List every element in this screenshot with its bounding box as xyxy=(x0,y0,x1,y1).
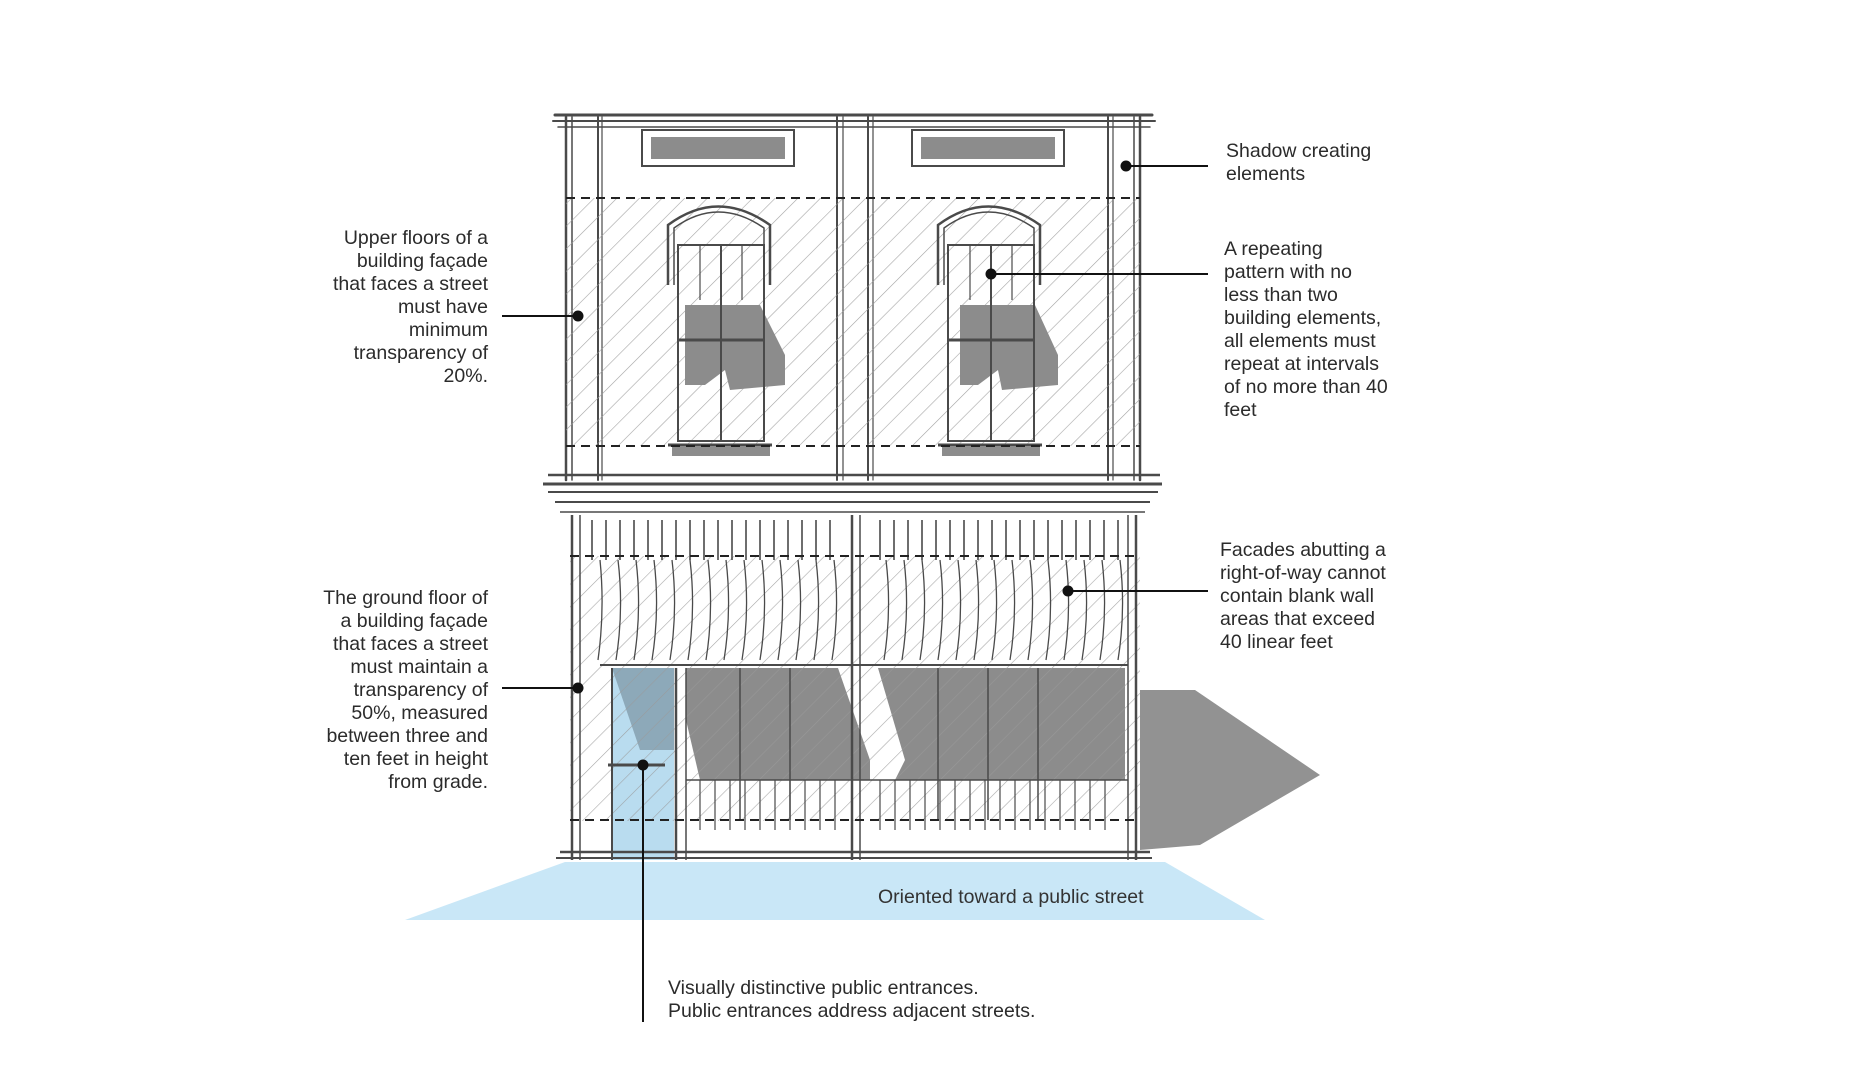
annotation-line: Visually distinctive public entrances. xyxy=(668,977,979,999)
annotation-line: transparency of xyxy=(353,342,488,364)
annotation-line: minimum xyxy=(408,319,488,341)
annotation-line: 40 linear feet xyxy=(1220,631,1333,653)
annotation-line: 50%, measured xyxy=(351,702,488,724)
upper-transparency-zone xyxy=(566,198,1140,446)
annotation-line: building elements, xyxy=(1224,307,1382,329)
annotation-line: building façade xyxy=(356,250,488,272)
annotation-line: Facades abutting a xyxy=(1220,539,1386,561)
annotation-line: elements xyxy=(1226,163,1306,185)
annotation-line: The ground floor of xyxy=(323,587,488,609)
annotation-line: areas that exceed xyxy=(1220,608,1376,630)
annotation-line: Upper floors of a xyxy=(343,227,488,249)
annotation-line: a building façade xyxy=(340,610,488,632)
annotation-line: less than two xyxy=(1224,284,1338,306)
annotation-line: A repeating xyxy=(1224,238,1323,260)
annotation-line: feet xyxy=(1224,399,1257,421)
annotation-line: Shadow creating xyxy=(1226,140,1372,162)
annotation-line: repeat at intervals xyxy=(1224,353,1380,375)
ground-transparency-zone xyxy=(570,556,1140,821)
cast-shadow xyxy=(1140,690,1320,850)
annotation-line: must maintain a xyxy=(350,656,488,678)
ground-floor xyxy=(556,515,1152,860)
leader-dots xyxy=(572,160,1132,771)
annotation-line: pattern with no xyxy=(1224,261,1352,283)
annotation-line: from grade. xyxy=(388,771,488,793)
annotation-line: all elements must xyxy=(1224,330,1376,352)
annotation-line: that faces a street xyxy=(332,273,488,295)
annotation-line: must have xyxy=(398,296,488,318)
annotation-line: of no more than 40 xyxy=(1224,376,1388,398)
public-street-band xyxy=(405,862,1265,920)
annotation-line: transparency of xyxy=(353,679,488,701)
mid-cornice xyxy=(543,473,1162,513)
annotation-line: contain blank wall xyxy=(1220,585,1374,607)
annotation-line: ten feet in height xyxy=(343,748,488,770)
annotation-line: right-of-way cannot xyxy=(1220,562,1386,584)
annotation-line: that faces a street xyxy=(332,633,488,655)
annotation-line: between three and xyxy=(326,725,488,747)
annotation-line: 20%. xyxy=(443,365,488,387)
annotation-entrances: Visually distinctive public entrances.Pu… xyxy=(668,977,1035,1023)
street-label: Oriented toward a public street xyxy=(878,886,1144,908)
annotation-line: Public entrances address adjacent street… xyxy=(668,1000,1036,1022)
leader-lines xyxy=(502,165,1208,1022)
